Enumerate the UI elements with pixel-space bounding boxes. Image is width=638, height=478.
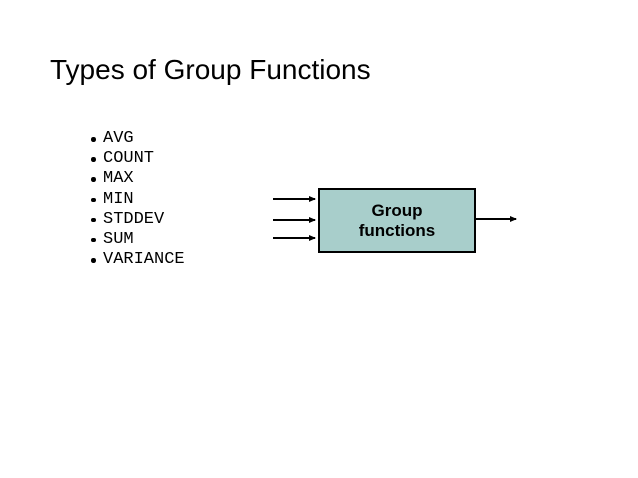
bullet-label: AVG	[103, 129, 134, 148]
box-label-line: Group	[371, 201, 423, 220]
bullet-label: STDDEV	[103, 209, 165, 229]
bullet-label: SUM	[103, 229, 134, 249]
list-item: MIN	[91, 190, 185, 210]
group-functions-box: Group functions	[318, 188, 476, 253]
page-title: Types of Group Functions	[50, 54, 371, 85]
diagram-arrows	[273, 196, 517, 241]
bullet-list: AVG COUNT MAX MIN STDDEV SUM VARIANCE	[91, 129, 185, 270]
box-label-line: functions	[358, 220, 436, 240]
list-item: SUM	[91, 230, 185, 250]
bullet-label: VARIANCE	[103, 250, 185, 270]
bullet-label: COUNT	[103, 149, 155, 169]
list-item: MAX	[91, 169, 185, 189]
bullet-icon	[91, 217, 96, 223]
bullet-label: MAX	[103, 169, 134, 189]
bullet-icon	[91, 237, 96, 243]
bullet-icon	[91, 197, 96, 203]
list-item: STDDEV	[91, 210, 185, 230]
bullet-icon	[91, 157, 96, 162]
list-item: COUNT	[91, 149, 185, 169]
bullet-label: MIN	[103, 189, 134, 209]
list-item: VARIANCE	[91, 250, 185, 270]
bullet-icon	[91, 177, 96, 182]
list-item: AVG	[91, 129, 185, 149]
bullet-icon	[91, 137, 96, 142]
bullet-icon	[91, 258, 96, 263]
